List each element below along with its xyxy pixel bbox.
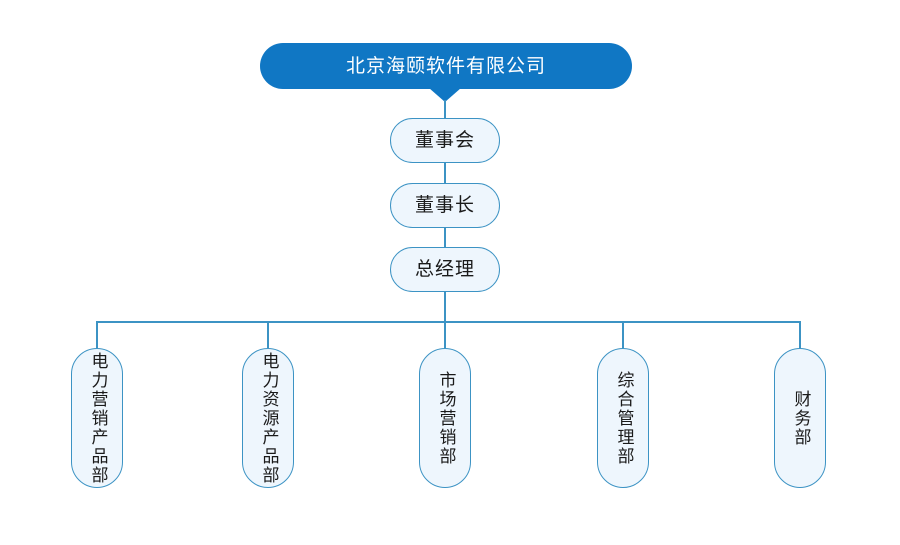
- connector-bus-to-dept-3: [444, 321, 446, 348]
- company-banner-node[interactable]: 北京海颐软件有限公司: [260, 43, 632, 89]
- connector-department-bus: [97, 321, 800, 323]
- connector-bus-to-dept-5: [799, 321, 801, 348]
- node-dept-finance[interactable]: 财务部: [774, 348, 826, 488]
- node-dept-finance-label: 财务部: [790, 389, 811, 447]
- node-dept-general-management[interactable]: 综合管理部: [597, 348, 649, 488]
- banner-chevron-notch-icon: [429, 88, 461, 102]
- node-dept-power-marketing-product-label: 电力营销产品部: [87, 351, 108, 485]
- node-dept-power-marketing-product[interactable]: 电力营销产品部: [71, 348, 123, 488]
- connector-chairman-to-gm: [444, 228, 446, 247]
- node-dept-market-marketing-label: 市场营销部: [435, 370, 456, 466]
- node-dept-power-resource-product[interactable]: 电力资源产品部: [242, 348, 294, 488]
- node-dept-general-management-label: 综合管理部: [613, 370, 634, 466]
- company-banner-label: 北京海颐软件有限公司: [345, 54, 546, 77]
- connector-bus-to-dept-2: [267, 321, 269, 348]
- node-general-manager-label: 总经理: [414, 258, 475, 280]
- connector-gm-to-bus: [444, 292, 446, 322]
- node-dept-market-marketing[interactable]: 市场营销部: [419, 348, 471, 488]
- node-general-manager[interactable]: 总经理: [390, 247, 500, 292]
- node-board-of-directors-label: 董事会: [414, 129, 475, 151]
- node-chairman[interactable]: 董事长: [390, 183, 500, 228]
- node-dept-power-resource-product-label: 电力资源产品部: [258, 351, 279, 485]
- connector-bus-to-dept-4: [622, 321, 624, 348]
- connector-bus-to-dept-1: [96, 321, 98, 348]
- node-board-of-directors[interactable]: 董事会: [390, 118, 500, 163]
- node-chairman-label: 董事长: [414, 194, 475, 216]
- connector-board-to-chairman: [444, 163, 446, 183]
- connector-company-to-board: [444, 100, 446, 118]
